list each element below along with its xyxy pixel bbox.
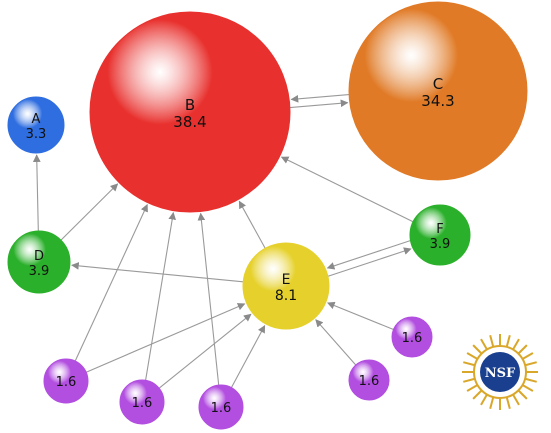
nsf-logo-ray: [522, 384, 534, 392]
edge-e-to-d: [71, 262, 244, 283]
nsf-logo-text: NSF: [485, 366, 516, 381]
edge-p4-to-e: [326, 301, 394, 331]
edge-p3-to-e: [230, 324, 266, 388]
nsf-logo-ray: [517, 344, 528, 355]
edge-p5-to-e: [315, 319, 357, 366]
edge-d-to-a: [32, 154, 41, 232]
edge-p3-to-b: [197, 212, 220, 386]
node-p3-score: 1.6: [211, 401, 232, 416]
node-b-label: B: [185, 96, 195, 114]
nsf-logo-ray: [466, 384, 478, 392]
node-p1-circle: [43, 358, 89, 404]
edge-p1-to-e: [85, 303, 246, 373]
node-c-score: 34.3: [421, 92, 454, 110]
nsf-logo-ray: [524, 361, 537, 367]
node-e: E8.1: [242, 242, 330, 330]
node-p5-score: 1.6: [359, 374, 380, 389]
edge-f-to-e: [326, 240, 411, 270]
node-d-score: 3.9: [29, 264, 50, 279]
edges-layer: [32, 93, 414, 389]
node-p2-score: 1.6: [132, 396, 153, 411]
node-c-label: C: [433, 75, 443, 93]
node-p1-score: 1.6: [56, 375, 77, 390]
nsf-logo-ray: [463, 361, 476, 367]
node-e-score: 8.1: [275, 288, 297, 304]
nsf-logo-ray: [480, 394, 488, 406]
edge-p2-to-b: [145, 211, 177, 381]
edge-p1-to-b: [74, 203, 148, 362]
node-p4-circle: [391, 316, 433, 358]
nsf-logo-ray: [472, 344, 483, 355]
edge-e-to-b: [238, 200, 266, 249]
node-p3: 1.6: [198, 384, 244, 430]
nsf-logo-ray: [472, 389, 483, 400]
nsf-logo-ray: [524, 377, 537, 383]
node-f-score: 3.9: [430, 237, 451, 252]
node-p3-circle: [198, 384, 244, 430]
edge-p2-to-e: [158, 313, 252, 389]
nsf-logo-ray: [505, 335, 511, 348]
nsf-logo-ray: [480, 338, 488, 350]
node-a-score: 3.3: [26, 127, 47, 142]
nsf-logo: NSF: [462, 334, 538, 410]
edge-b-to-c: [289, 99, 349, 109]
nsf-logo-ray: [463, 377, 476, 383]
nsf-logo-ray: [512, 338, 520, 350]
nsf-logo-ray: [522, 352, 534, 360]
node-d-label: D: [34, 249, 44, 264]
nsf-logo-ray: [517, 389, 528, 400]
nsf-logo-ray: [512, 394, 520, 406]
node-f-circle: [409, 204, 471, 266]
node-c: C34.3: [348, 1, 528, 181]
node-f: F3.9: [409, 204, 471, 266]
node-b-circle: [89, 11, 291, 213]
node-d-circle: [7, 230, 71, 294]
nsf-logo-ray: [505, 396, 511, 409]
node-a-circle: [7, 96, 65, 154]
nsf-logo-ray: [489, 335, 495, 348]
node-e-label: E: [282, 272, 291, 288]
node-p1: 1.6: [43, 358, 89, 404]
node-b: B38.4: [89, 11, 291, 213]
node-p4-score: 1.6: [402, 331, 423, 346]
edge-d-to-b: [60, 183, 119, 241]
node-e-circle: [242, 242, 330, 330]
node-p4: 1.6: [391, 316, 433, 358]
node-f-label: F: [436, 222, 443, 237]
edge-c-to-b: [290, 93, 350, 103]
nsf-logo-ray: [466, 352, 478, 360]
node-b-score: 38.4: [173, 113, 206, 131]
node-a: A3.3: [7, 96, 65, 154]
node-p2-circle: [119, 379, 165, 425]
node-d: D3.9: [7, 230, 71, 294]
nsf-logo-ray: [489, 396, 495, 409]
edge-f-to-b: [280, 156, 414, 223]
node-a-label: A: [32, 112, 41, 127]
node-p5: 1.6: [348, 359, 390, 401]
node-p2: 1.6: [119, 379, 165, 425]
node-p5-circle: [348, 359, 390, 401]
edge-e-to-f: [327, 247, 412, 277]
node-c-circle: [348, 1, 528, 181]
